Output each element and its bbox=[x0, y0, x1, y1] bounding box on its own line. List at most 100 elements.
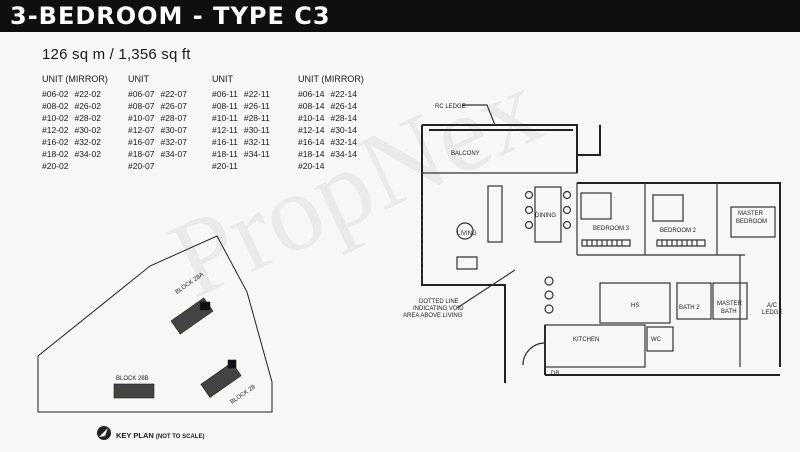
master-bed bbox=[730, 206, 776, 238]
unit-group-header: UNIT bbox=[128, 74, 149, 84]
block-28 bbox=[200, 362, 242, 398]
rc-ledge-leader bbox=[462, 104, 496, 126]
label-bedroom-2: BEDROOM 2 bbox=[660, 228, 697, 234]
unit-number: #34-11 bbox=[243, 149, 270, 159]
unit-number: #06-02 bbox=[42, 89, 69, 99]
wardrobe bbox=[581, 239, 631, 247]
unit-number: #16-11 bbox=[212, 137, 238, 147]
label-bath-2: BATH 2 bbox=[679, 305, 700, 311]
unit-number: #10-02 bbox=[42, 113, 69, 123]
unit-number: #12-02 bbox=[42, 125, 69, 135]
unit-number: #20-11 bbox=[212, 161, 238, 171]
label-block-28: BLOCK 28 bbox=[230, 384, 257, 406]
label-kitchen: KITCHEN bbox=[573, 337, 599, 343]
unit-number: #32-14 bbox=[330, 137, 357, 147]
kitchen bbox=[544, 324, 646, 368]
unit-number: #08-14 bbox=[298, 101, 325, 111]
unit-number: #32-07 bbox=[160, 137, 187, 147]
unit-number: #28-02 bbox=[74, 113, 101, 123]
unit-number: #18-07 bbox=[128, 149, 155, 159]
dining-chair bbox=[562, 190, 572, 200]
block-28a-highlight bbox=[199, 301, 211, 311]
unit-number: #08-02 bbox=[42, 101, 69, 111]
key-plan-caption: KEY PLAN (NOT TO SCALE) bbox=[116, 431, 204, 440]
void-note-leader bbox=[456, 269, 516, 309]
label-rc-ledge: RC LEDGE bbox=[435, 104, 466, 110]
unit-number: #12-07 bbox=[128, 125, 155, 135]
title-banner: 3-BEDROOM - TYPE C3 bbox=[0, 0, 800, 32]
unit-group: UNIT #06-07 #08-07 #10-07 #12-07 #16-07 … bbox=[128, 73, 187, 172]
unit-number: #22-07 bbox=[160, 89, 187, 99]
unit-group: UNIT #06-11 #08-11 #10-11 #12-11 #16-11 … bbox=[212, 73, 270, 172]
unit-number: #28-07 bbox=[160, 113, 187, 123]
bed-3 bbox=[580, 192, 612, 220]
entrance-door bbox=[522, 342, 546, 366]
unit-number: #30-02 bbox=[74, 125, 101, 135]
unit-number: #08-11 bbox=[212, 101, 238, 111]
page-title: 3-BEDROOM - TYPE C3 bbox=[10, 2, 331, 30]
label-wc: WC bbox=[651, 337, 662, 343]
armchair bbox=[456, 256, 478, 270]
unit-group: UNIT (MIRROR) #06-14 #08-14 #10-14 #12-1… bbox=[298, 73, 364, 172]
unit-number: #30-14 bbox=[330, 125, 357, 135]
label-master-bedroom-1: MASTER bbox=[738, 211, 764, 217]
unit-number: #22-02 bbox=[74, 89, 101, 99]
unit-area: 126 sq m / 1,356 sq ft bbox=[42, 46, 191, 63]
label-balcony: BALCONY bbox=[451, 151, 480, 157]
north-arrow-icon bbox=[97, 426, 111, 440]
unit-number: #22-14 bbox=[330, 89, 357, 99]
unit-number: #34-02 bbox=[74, 149, 101, 159]
unit-number: #20-07 bbox=[128, 161, 155, 171]
unit-number: #34-14 bbox=[330, 149, 357, 159]
stair-circle bbox=[544, 276, 554, 286]
unit-number: #32-11 bbox=[243, 137, 270, 147]
outer-wall bbox=[421, 125, 506, 383]
unit-number: #06-11 bbox=[212, 89, 238, 99]
bath-2 bbox=[676, 282, 712, 320]
unit-number: #18-14 bbox=[298, 149, 325, 159]
unit-number: #26-11 bbox=[243, 101, 270, 111]
master-bath bbox=[712, 282, 748, 320]
dining-chair bbox=[562, 220, 572, 230]
block-28b bbox=[113, 383, 155, 399]
unit-number: #10-11 bbox=[212, 113, 238, 123]
unit-number: #30-07 bbox=[160, 125, 187, 135]
label-block-28a: BLOCK 28A bbox=[175, 272, 205, 296]
label-ac-ledge-2: LEDGE bbox=[762, 310, 782, 316]
key-plan-note: (NOT TO SCALE) bbox=[155, 434, 205, 440]
dining-chair bbox=[524, 205, 534, 215]
label-bedroom-3: BEDROOM 3 bbox=[593, 226, 630, 232]
unit-number: #28-14 bbox=[330, 113, 357, 123]
stair-circle bbox=[544, 304, 554, 314]
sofa bbox=[487, 185, 503, 243]
floor-plan: RC LEDGE BALCONY DINING LIVING BEDROOM 3… bbox=[403, 104, 782, 383]
label-master-bath-1: MASTER bbox=[717, 301, 743, 307]
unit-number: #20-14 bbox=[298, 161, 325, 171]
label-living: LIVING bbox=[457, 231, 477, 237]
unit-group-header: UNIT (MIRROR) bbox=[42, 74, 108, 84]
label-block-28b: BLOCK 28B bbox=[116, 376, 149, 382]
coffee-table bbox=[456, 222, 474, 240]
bed-2 bbox=[652, 194, 684, 222]
unit-number: #28-11 bbox=[243, 113, 270, 123]
unit-number: #30-11 bbox=[243, 125, 270, 135]
label-dining: DINING bbox=[535, 213, 556, 219]
dining-chair bbox=[524, 220, 534, 230]
unit-number: #22-11 bbox=[243, 89, 270, 99]
label-hs: HS bbox=[631, 303, 639, 309]
unit-number: #32-02 bbox=[74, 137, 101, 147]
dining-chair bbox=[524, 190, 534, 200]
stair-circle bbox=[544, 290, 554, 300]
unit-number: #34-07 bbox=[160, 149, 187, 159]
label-master-bedroom-2: BEDROOM bbox=[736, 219, 767, 225]
unit-number: #06-07 bbox=[128, 89, 155, 99]
label-ac-ledge-1: A/C bbox=[767, 303, 778, 309]
dining-table bbox=[534, 186, 562, 243]
unit-group: UNIT (MIRROR) #06-02 #08-02 #10-02 #12-0… bbox=[42, 73, 108, 172]
unit-number: #10-07 bbox=[128, 113, 155, 123]
unit-number: #12-11 bbox=[212, 125, 238, 135]
unit-number: #16-02 bbox=[42, 137, 69, 147]
unit-number: #20-02 bbox=[42, 161, 69, 171]
label-void-note-2: INDICATING VOID bbox=[413, 306, 464, 312]
unit-number: #26-02 bbox=[74, 101, 101, 111]
